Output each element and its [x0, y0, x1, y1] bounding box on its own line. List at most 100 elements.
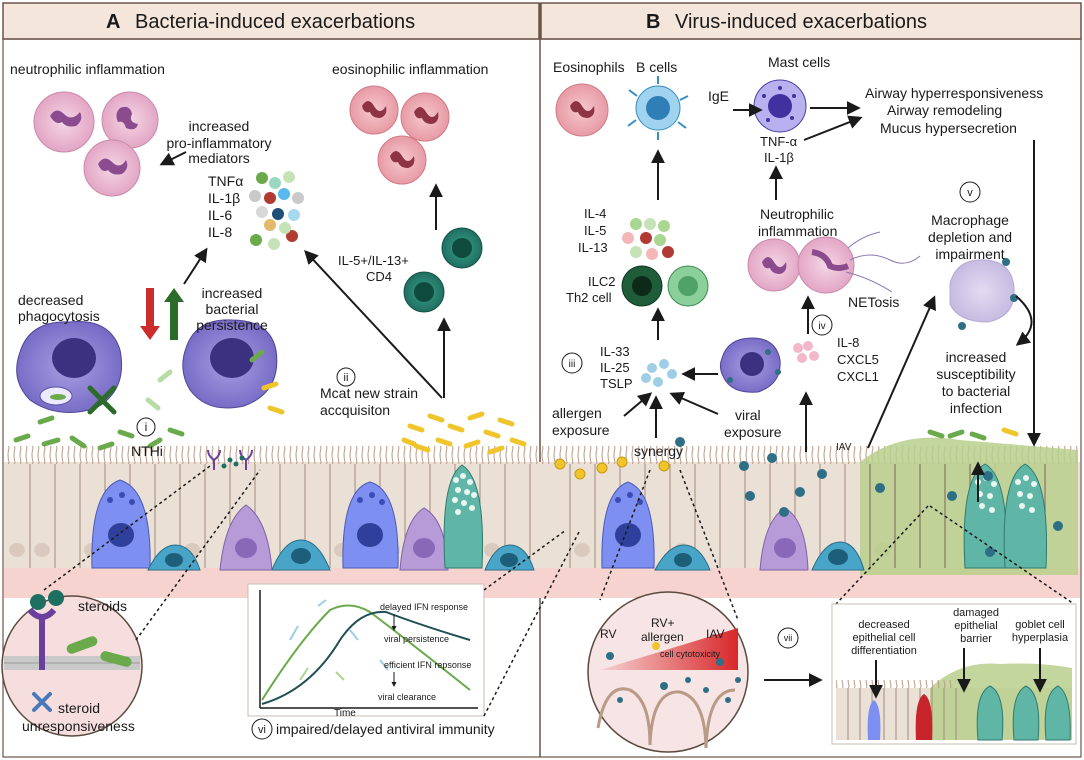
- goblet-cell-left: [91, 479, 151, 569]
- cytokine-cluster-b1: [622, 218, 674, 260]
- arrow-iav-to-macrophage: [867, 295, 936, 449]
- label-il8-b: IL-8: [837, 335, 859, 350]
- label-tslp: TSLP: [600, 376, 633, 391]
- circle-label-cytotoxicity: cell cytotoxicity: [660, 649, 721, 659]
- label-cxcl1: CXCL1: [837, 369, 879, 384]
- label-il5-il13: IL-5+/IL-13+: [338, 253, 409, 268]
- arrow-to-mediators: [183, 247, 208, 285]
- label-macrophage: Macrophage: [931, 212, 1009, 228]
- label-il6: IL-6: [208, 207, 232, 223]
- svg-text:ii: ii: [344, 372, 349, 384]
- virus-particles: [675, 349, 1063, 557]
- label-b-cells: B cells: [636, 59, 677, 75]
- b-cell: [627, 76, 689, 140]
- cd4-cells: [403, 227, 483, 313]
- circle-label-allergen: allergen: [641, 630, 684, 644]
- ilc2-th2-cells: [621, 265, 709, 307]
- graph-viral-persistence: viral persistence: [384, 634, 449, 644]
- basal-cell-1: [147, 544, 201, 571]
- label-eosinophils: Eosinophils: [553, 59, 625, 75]
- panel-b-header: B Virus-induced exacerbations: [540, 2, 1082, 40]
- zoom-line-steroid-2: [135, 469, 261, 641]
- svg-text:vii: vii: [784, 633, 793, 643]
- label-increased-b: increased: [202, 285, 263, 301]
- depleted-macrophage: [949, 258, 1018, 330]
- mcat-bacteria: [261, 381, 527, 455]
- label-steroid: steroid: [58, 700, 100, 716]
- marker-iv: iv: [811, 314, 833, 336]
- marker-iii: iii: [561, 352, 583, 374]
- label-phagocytosis: phagocytosis: [18, 308, 100, 324]
- label-il1b-b: IL-1β: [764, 150, 794, 165]
- label-neutrophilic: Neutrophilic: [760, 206, 834, 222]
- alarmin-cluster: [641, 359, 677, 387]
- circle-label-rv-allergen: RV+: [651, 616, 674, 630]
- label-ige: IgE: [708, 88, 729, 104]
- eosinophil-b: [555, 83, 609, 137]
- inset-label-differentiation: differentiation: [851, 645, 917, 657]
- label-infection: infection: [950, 400, 1002, 416]
- label-iav-epithelium: IAV: [836, 442, 852, 453]
- club-cell-mid: [399, 507, 449, 571]
- marker-i: i: [136, 417, 156, 437]
- mast-cell: [753, 79, 807, 133]
- zoom-line-circle-2: [679, 469, 739, 621]
- svg-text:v: v: [967, 187, 973, 199]
- label-pro-inflammatory: pro-inflammatory: [166, 135, 271, 151]
- label-ilc2: ILC2: [588, 274, 615, 289]
- label-acquisition: accquisiton: [320, 402, 390, 418]
- goblet-cell-mid: [342, 481, 399, 569]
- panel-a-letter: A: [106, 11, 120, 33]
- label-bacterial: bacterial: [206, 301, 259, 317]
- circle-label-iav: IAV: [706, 627, 724, 641]
- label-il5: IL-5: [584, 223, 606, 238]
- inset-label-barrier: barrier: [960, 633, 992, 645]
- panel-a-title: Bacteria-induced exacerbations: [135, 11, 415, 33]
- label-il1b: IL-1β: [208, 190, 240, 206]
- label-cd4: CD4: [366, 269, 392, 284]
- svg-text:vi: vi: [258, 724, 266, 736]
- steroid-magnifier: [1, 590, 143, 737]
- label-remodeling: Airway remodeling: [887, 102, 1002, 118]
- neutrophil-a3: [83, 139, 141, 197]
- label-eosinophilic-a: eosinophilic inflammation: [332, 61, 488, 77]
- inset-label-decreased: decreased: [858, 619, 909, 631]
- arrow-to-neutrophils: [159, 151, 187, 166]
- label-th2-cell: Th2 cell: [566, 290, 612, 305]
- neutrophils-b: [747, 231, 921, 294]
- svg-text:iv: iv: [818, 321, 825, 332]
- arrow-viral-to-alarmin: [669, 392, 719, 415]
- bacteria-panel-b: [927, 427, 1019, 441]
- arrow-allergen-to-alarmin: [623, 392, 653, 417]
- label-cxcl5: CXCL5: [837, 352, 879, 367]
- zoom-line-inset-2: [929, 505, 1075, 605]
- basal-cell-2: [271, 539, 331, 571]
- marker-vi: vi: [251, 718, 273, 740]
- arrow-up-green: [164, 288, 184, 340]
- label-allergen-exposure: exposure: [552, 422, 610, 438]
- label-to-bacterial: to bacterial: [942, 383, 1010, 399]
- arrow-tnf-to-ahr: [803, 115, 863, 141]
- label-il25: IL-25: [600, 360, 630, 375]
- inset-label-damaged: damaged: [953, 607, 999, 619]
- zoom-line-inset-1: [835, 505, 929, 605]
- label-neutrophilic-a: neutrophilic inflammation: [10, 61, 165, 77]
- label-netosis: NETosis: [848, 294, 899, 310]
- label-susceptibility: susceptibility: [936, 366, 1015, 382]
- goblet-cell-mucus-left: [443, 464, 484, 569]
- neutrophil-a2: [101, 91, 159, 149]
- nthi-bacteria: [13, 349, 265, 451]
- label-synergy: synergy: [634, 443, 683, 459]
- basal-cell-b2: [811, 541, 865, 571]
- label-il4: IL-4: [584, 206, 606, 221]
- zoom-line-steroid-1: [43, 465, 211, 591]
- label-inflammation: inflammation: [758, 223, 837, 239]
- inset-label-hyperplasia: hyperplasia: [1012, 632, 1069, 644]
- label-persistence: persistence: [196, 317, 268, 333]
- chemokine-cluster: [793, 341, 819, 363]
- zoom-line-graph-1: [483, 529, 567, 591]
- basal-cell-3: [484, 544, 535, 571]
- panel-a-header: A Bacteria-induced exacerbations: [2, 2, 540, 40]
- label-mast-cells: Mast cells: [768, 54, 830, 70]
